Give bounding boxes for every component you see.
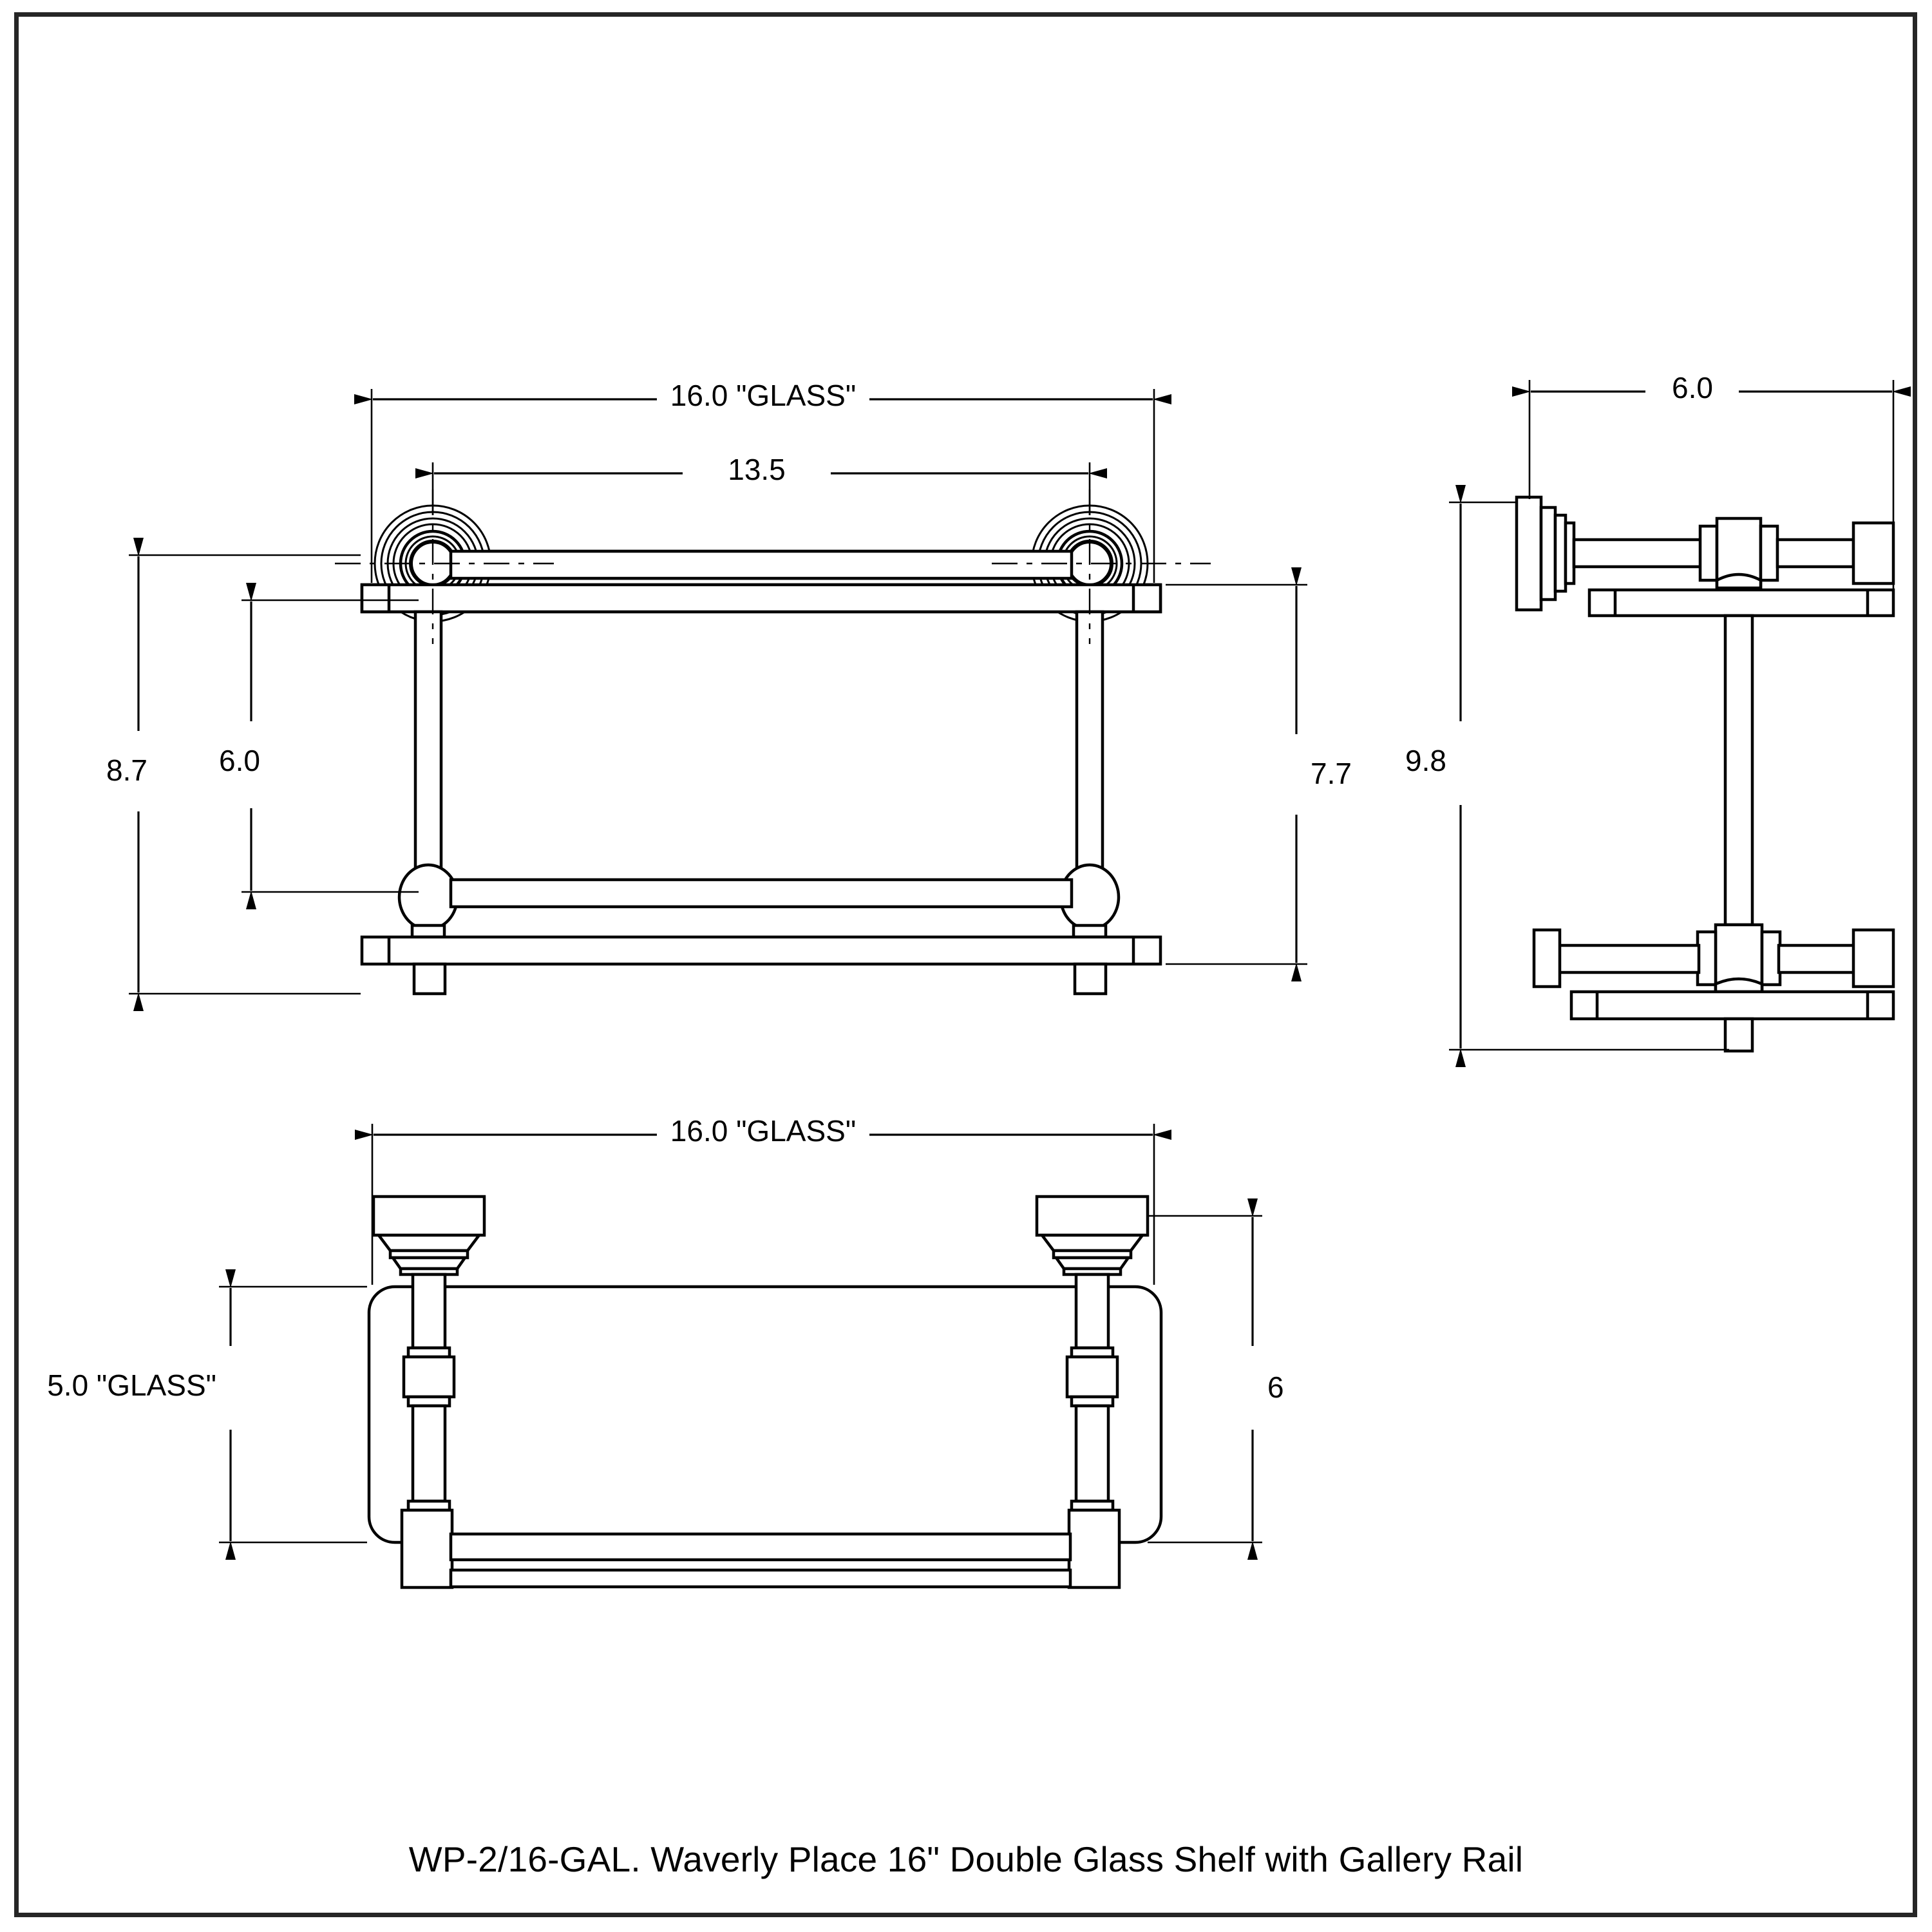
front-left-post — [413, 610, 443, 871]
front-elevation-view — [335, 489, 1211, 996]
side-vertical-post — [1723, 614, 1754, 927]
side-upper-arm — [1572, 538, 1708, 569]
side-upper-collar — [1698, 516, 1779, 590]
front-left-foot-stub — [412, 962, 447, 996]
front-upper-shelf-plate-face — [360, 583, 1162, 614]
front-dimension-7-7: 7.7 — [1166, 567, 1352, 981]
side-foot-stub — [1723, 1017, 1754, 1053]
front-right-post — [1075, 610, 1104, 871]
side-lower-shelf-plate — [1569, 990, 1895, 1021]
dim-label-plan-width: 16.0 "GLASS" — [670, 1114, 856, 1148]
drawing-caption: WP-2/16-GAL. Waverly Place 16" Double Gl… — [408, 1839, 1524, 1879]
front-left-ball-finial — [397, 863, 459, 939]
front-gallery-rail-face — [449, 549, 1074, 580]
dim-label-plan-glass-depth: 5.0 "GLASS" — [47, 1368, 216, 1402]
front-dimension-13-5: 13.5 — [415, 453, 1107, 515]
side-upper-endcap — [1852, 521, 1895, 585]
plan-dimension-6: 6 — [1148, 1198, 1284, 1560]
plan-dimension-16-glass: 16.0 "GLASS" — [355, 1114, 1171, 1285]
dim-label-front-right-height: 7.7 — [1311, 757, 1352, 790]
dim-label-front-width: 16.0 "GLASS" — [670, 379, 856, 412]
front-right-ball-finial — [1059, 863, 1121, 939]
side-elevation-view — [1515, 495, 1895, 1053]
side-dimension-9-8: 9.8 — [1405, 485, 1729, 1067]
front-dimension-8-7: 8.7 — [106, 538, 361, 1011]
front-right-foot-stub — [1073, 962, 1108, 996]
plan-right-rosette — [1035, 1195, 1150, 1276]
side-upper-arm-right — [1776, 538, 1855, 569]
front-dimension-16-glass: 16.0 "GLASS" — [354, 379, 1171, 583]
plan-left-post — [402, 1273, 456, 1512]
plan-dimension-5-glass: 5.0 "GLASS" — [47, 1269, 367, 1560]
side-lower-arm-right — [1777, 943, 1857, 974]
plan-glass-panel — [367, 1285, 1163, 1544]
front-lower-shelf-plate — [360, 935, 1162, 966]
side-lower-collar — [1696, 923, 1782, 994]
front-dimension-6-0: 6.0 — [219, 583, 419, 909]
dim-label-plan-right-depth: 6 — [1267, 1370, 1284, 1404]
dim-label-front-post-height: 6.0 — [219, 744, 260, 777]
side-lower-endcap-left — [1532, 928, 1562, 989]
side-wall-plate — [1515, 495, 1576, 612]
side-lower-endcap-right — [1852, 928, 1895, 989]
plan-left-rosette — [372, 1195, 486, 1276]
side-lower-arm-left — [1555, 943, 1701, 974]
front-lower-rail — [449, 878, 1074, 909]
dim-label-front-total-height: 8.7 — [106, 753, 147, 787]
dim-label-side-height: 9.8 — [1405, 744, 1446, 777]
plan-gallery-rail — [400, 1508, 1121, 1589]
side-dimension-6-0: 6.0 — [1512, 371, 1911, 589]
plan-view — [367, 1195, 1163, 1589]
plan-right-post — [1065, 1273, 1119, 1512]
dim-label-front-centers: 13.5 — [728, 453, 786, 486]
side-upper-shelf-plate — [1587, 588, 1895, 618]
dim-label-side-depth: 6.0 — [1672, 371, 1713, 404]
